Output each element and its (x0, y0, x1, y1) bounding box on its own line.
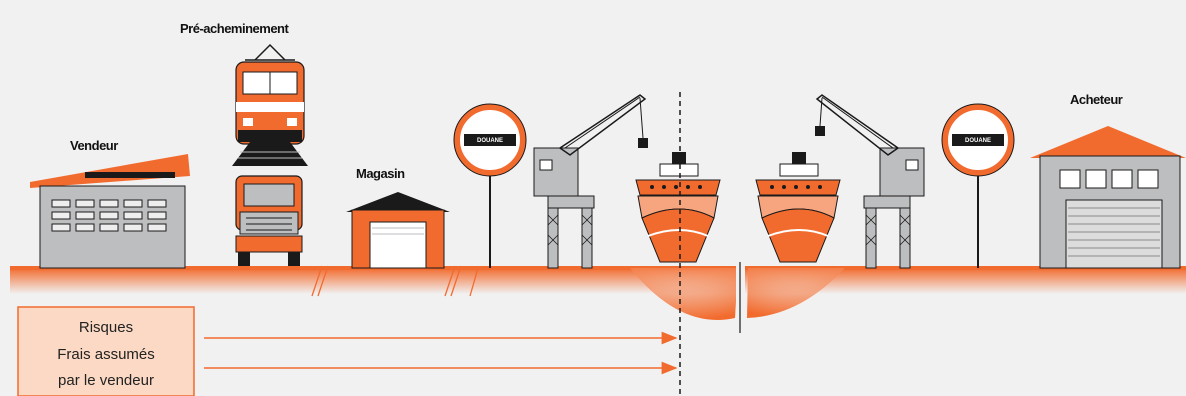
acheteur-building (1030, 126, 1186, 269)
risk-box: Risques Frais assumés par le vendeur (17, 306, 195, 396)
risk-box-line3: par le vendeur (58, 372, 154, 389)
sign-text-right: DOUANE (965, 138, 991, 144)
crane-left (533, 94, 648, 269)
water-basin (630, 262, 845, 333)
train (232, 43, 308, 166)
customs-sign-right: DOUANE (941, 103, 1015, 268)
crane-right (815, 94, 925, 269)
truck (235, 175, 303, 266)
risk-box-line1: Risques (79, 319, 133, 336)
label-magasin: Magasin (356, 166, 405, 181)
label-acheteur: Acheteur (1070, 92, 1123, 107)
sign-text-left: DOUANE (477, 138, 503, 144)
ground (10, 266, 1186, 294)
magasin-building (346, 192, 450, 269)
label-pre-acheminement: Pré-acheminement (180, 21, 289, 36)
risk-box-line2: Frais assumés (57, 346, 155, 363)
vendeur-building (30, 154, 190, 269)
label-vendeur: Vendeur (70, 138, 118, 153)
ship-left (635, 152, 721, 263)
ship-right (755, 152, 841, 263)
break-marks (311, 265, 479, 297)
customs-sign-left: DOUANE (453, 103, 527, 268)
